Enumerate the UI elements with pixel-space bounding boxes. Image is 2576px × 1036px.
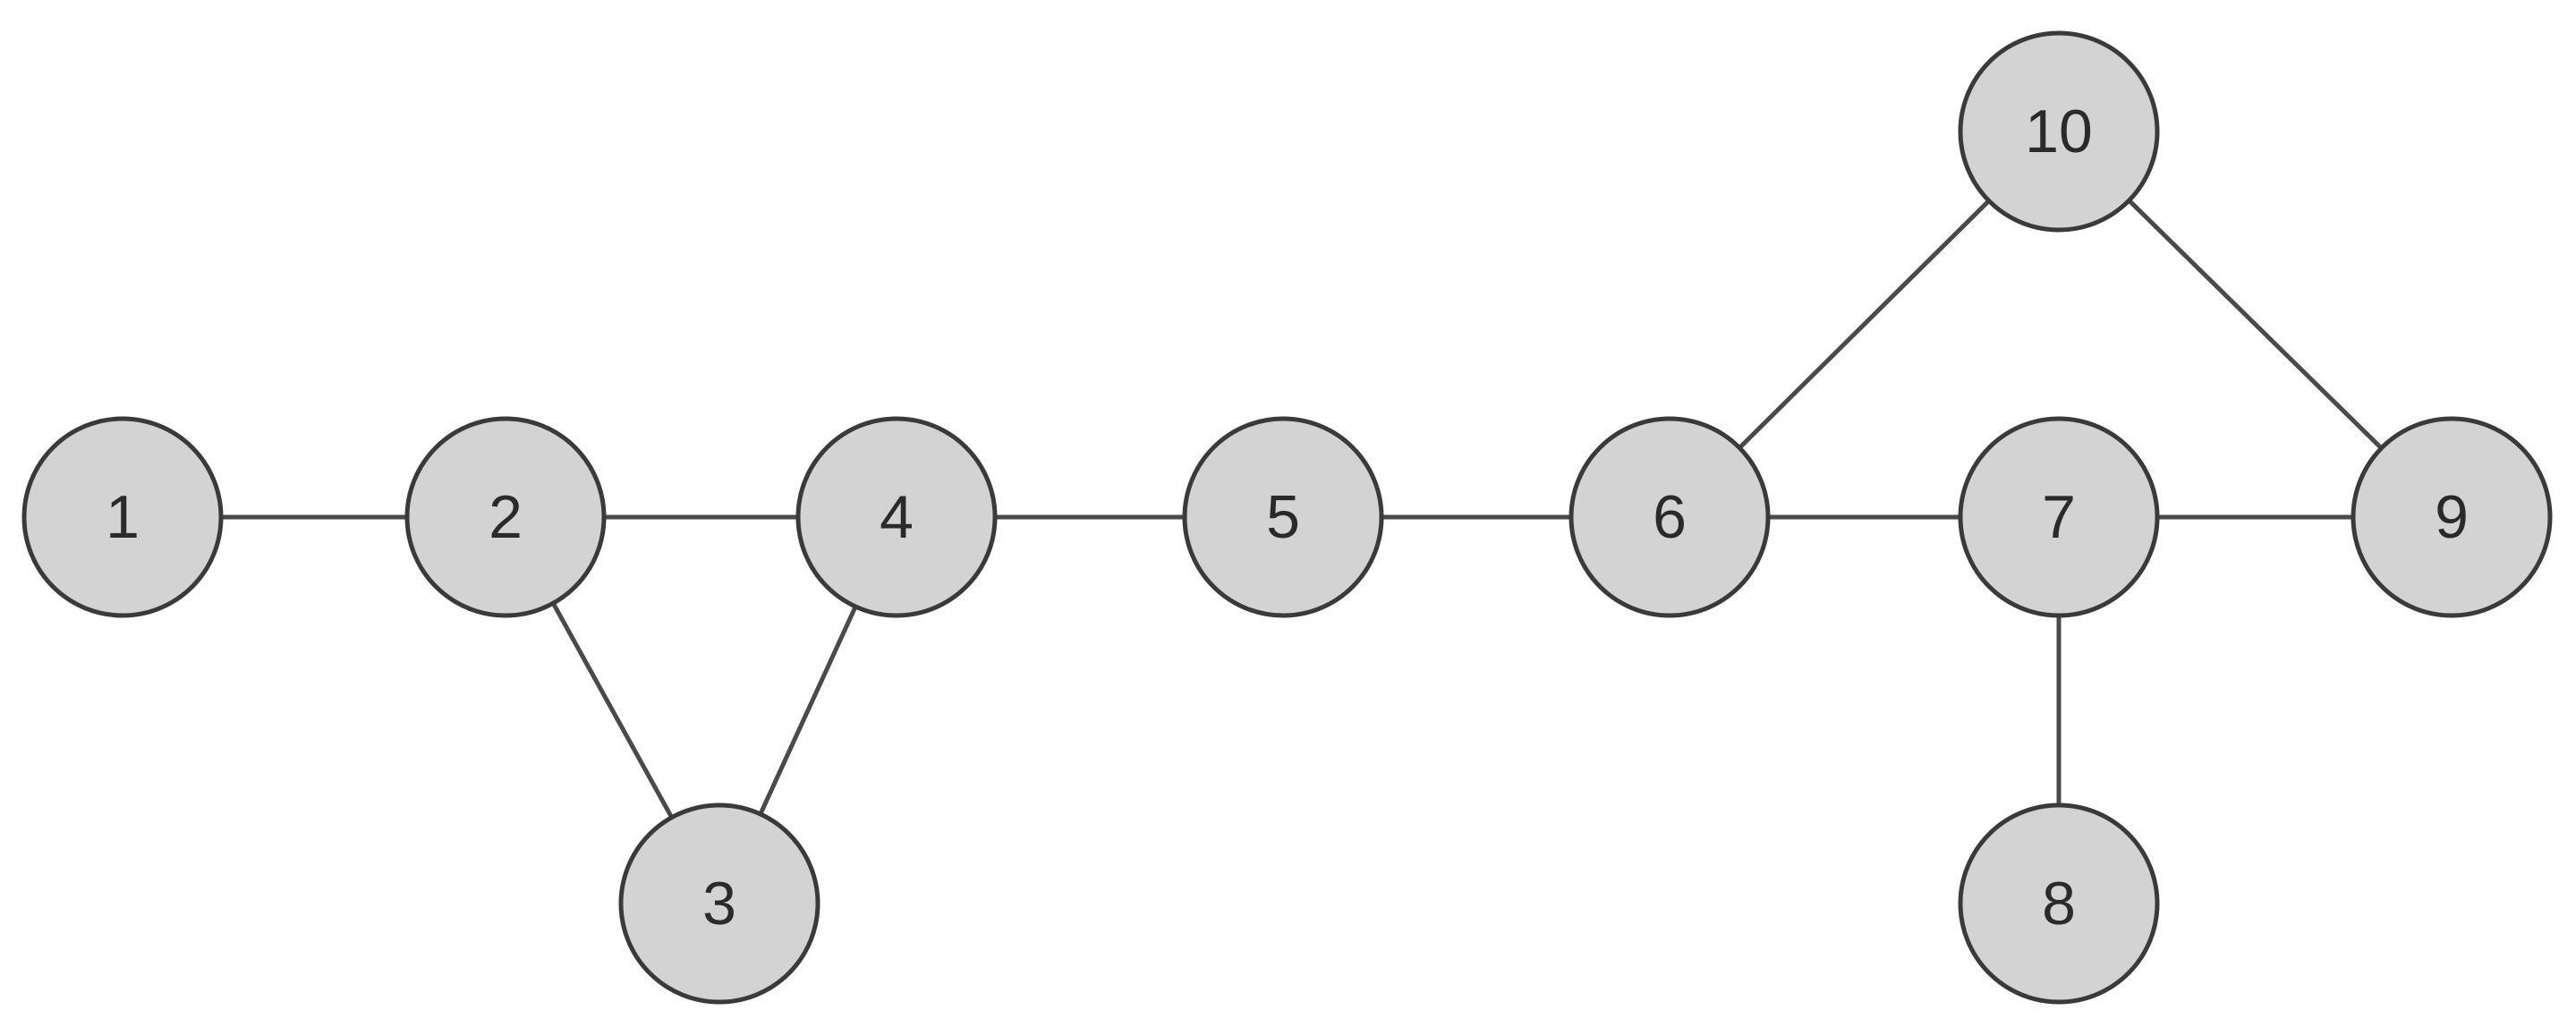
node-1: 1 [21,416,224,618]
node-3: 3 [618,802,820,1005]
edges-layer [218,198,2385,820]
node-circle [1958,416,2160,618]
node-label: 4 [880,483,914,551]
node-circle [1958,802,2160,1005]
node-9: 9 [2351,416,2553,618]
edge-2-3 [550,600,675,820]
node-circle [1182,416,1384,618]
node-circle [404,416,607,618]
node-circle [1569,416,1771,618]
node-circle [618,802,820,1005]
edge-10-9 [2126,198,2385,451]
edge-6-10 [1737,198,1992,451]
node-label: 1 [106,483,140,551]
node-10: 10 [1958,30,2160,233]
node-4: 4 [795,416,998,618]
node-circle [795,416,998,618]
node-label: 9 [2435,483,2469,551]
node-5: 5 [1182,416,1384,618]
node-6: 6 [1569,416,1771,618]
edge-4-3 [758,604,858,817]
node-label: 8 [2042,870,2076,938]
node-circle [2351,416,2553,618]
node-label: 7 [2042,483,2076,551]
node-2: 2 [404,416,607,618]
node-label: 5 [1266,483,1300,551]
node-label: 10 [2025,98,2093,166]
node-label: 3 [702,870,736,938]
node-label: 6 [1653,483,1687,551]
node-label: 2 [489,483,523,551]
node-circle [21,416,224,618]
nodes-layer: 1 2 3 4 5 6 7 8 9 10 [21,30,2553,1005]
node-7: 7 [1958,416,2160,618]
node-circle [1958,30,2160,233]
node-8: 8 [1958,802,2160,1005]
